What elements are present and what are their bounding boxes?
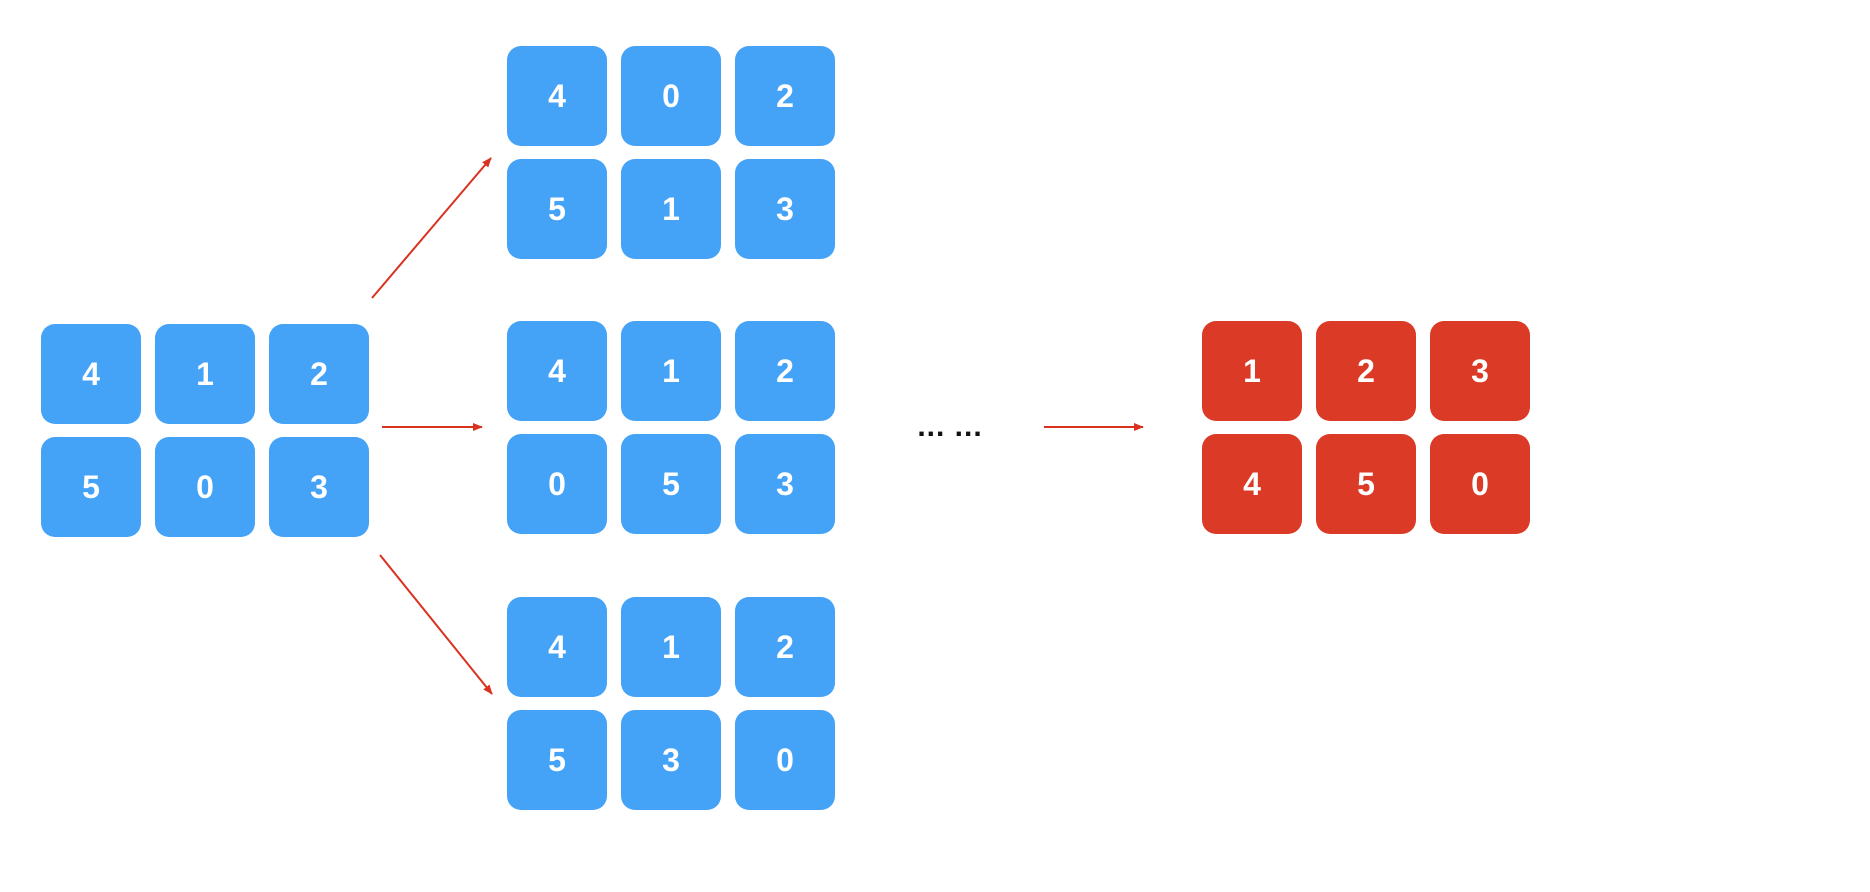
- tile: 3: [269, 437, 369, 537]
- tile: 0: [507, 434, 607, 534]
- tile: 1: [1202, 321, 1302, 421]
- tile: 3: [621, 710, 721, 810]
- tile: 1: [621, 159, 721, 259]
- tile: 5: [507, 159, 607, 259]
- tile: 2: [269, 324, 369, 424]
- tile: 2: [735, 321, 835, 421]
- tile: 2: [735, 597, 835, 697]
- tile: 5: [41, 437, 141, 537]
- tile: 4: [41, 324, 141, 424]
- tile: 0: [1430, 434, 1530, 534]
- ellipsis-continuation: ... ...: [917, 410, 983, 443]
- tile: 0: [155, 437, 255, 537]
- tile: 1: [621, 597, 721, 697]
- tile: 4: [507, 46, 607, 146]
- tile: 4: [1202, 434, 1302, 534]
- arrow-to-move-down: [379, 554, 493, 695]
- tile: 0: [621, 46, 721, 146]
- tile: 3: [1430, 321, 1530, 421]
- tile: 0: [735, 710, 835, 810]
- tile: 2: [1316, 321, 1416, 421]
- tile: 4: [507, 321, 607, 421]
- tile: 4: [507, 597, 607, 697]
- tile: 3: [735, 434, 835, 534]
- tile: 2: [735, 46, 835, 146]
- tile: 5: [1316, 434, 1416, 534]
- tile: 1: [155, 324, 255, 424]
- tile: 5: [621, 434, 721, 534]
- tile: 5: [507, 710, 607, 810]
- tile: 3: [735, 159, 835, 259]
- tile: 1: [621, 321, 721, 421]
- arrow-to-move-up: [371, 157, 492, 299]
